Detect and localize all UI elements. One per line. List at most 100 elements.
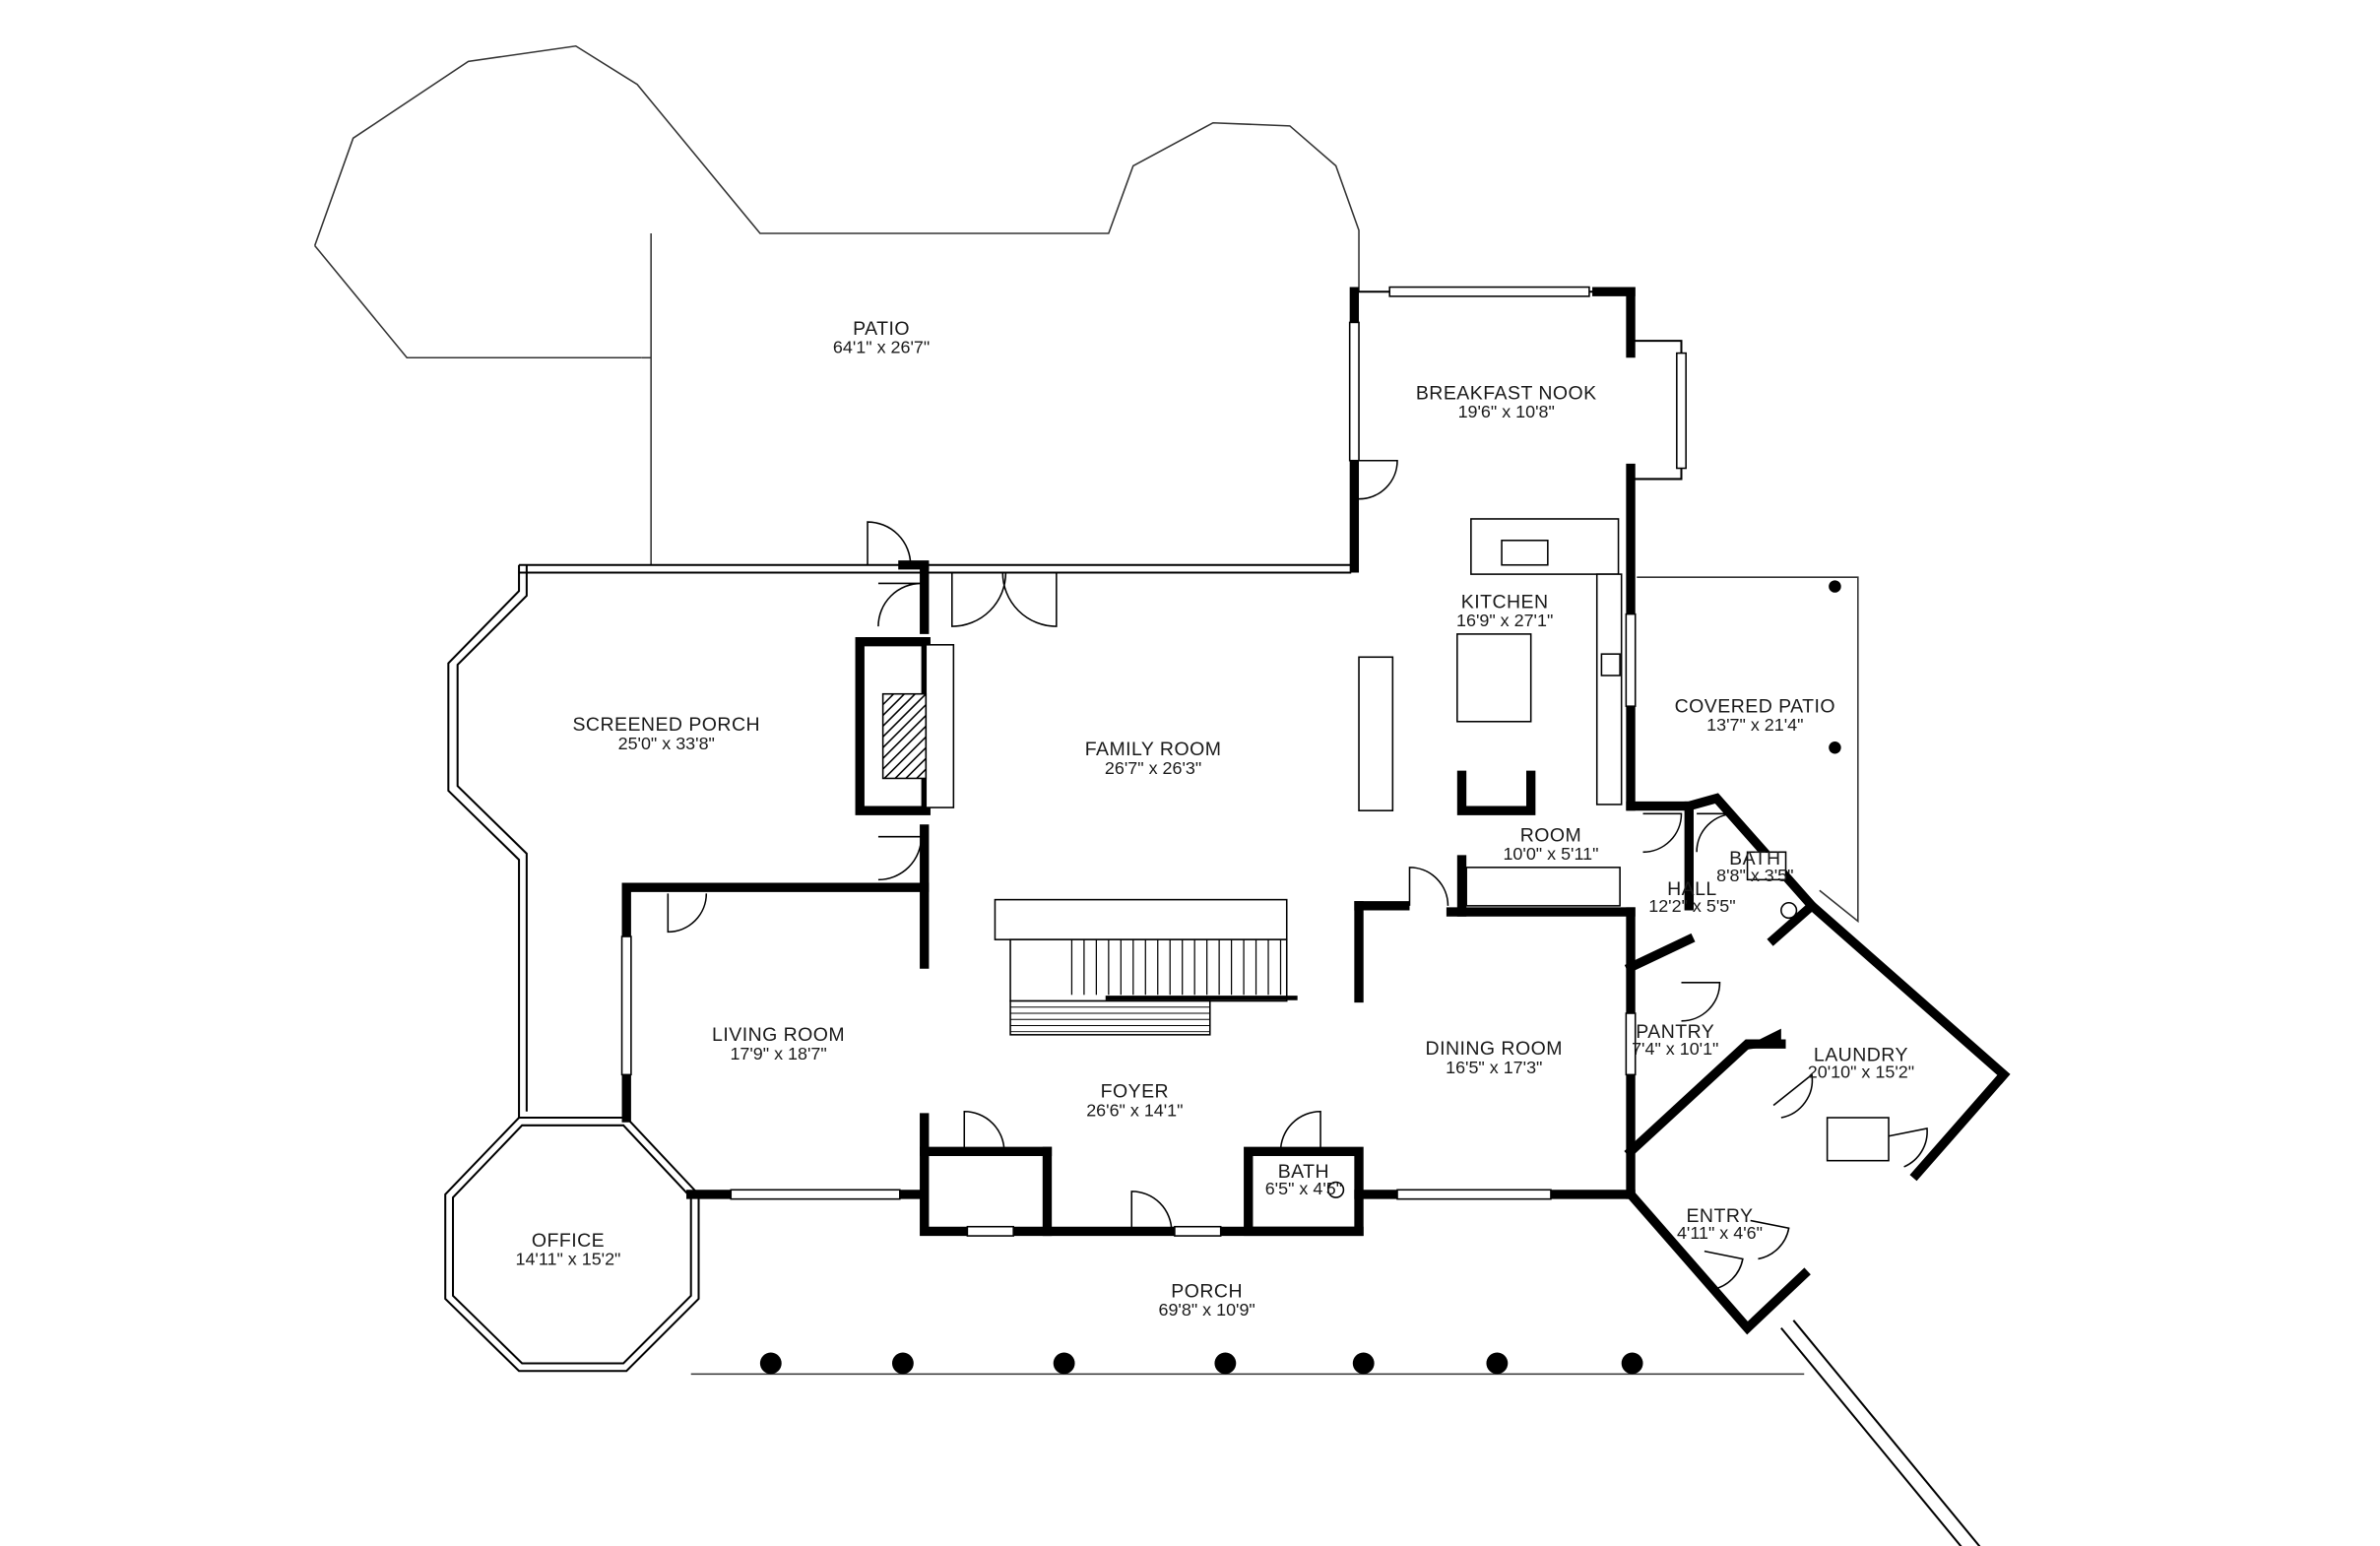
porch-column xyxy=(1053,1352,1075,1375)
fireplace-hatch xyxy=(905,757,927,780)
fireplace-hatch xyxy=(916,768,927,780)
room-dims-laundry: 20'10" x 15'2" xyxy=(1808,1062,1914,1081)
room-dims-office: 14'11" x 15'2" xyxy=(515,1250,620,1269)
room-name-dining-room: DINING ROOM xyxy=(1426,1038,1563,1060)
cooktop xyxy=(1501,540,1549,566)
fireplace-hatch xyxy=(882,693,916,727)
patio-outline xyxy=(313,44,1360,565)
room-name-family-room: FAMILY ROOM xyxy=(1085,739,1222,760)
room-dims-entry: 4'11" x 4'6" xyxy=(1677,1223,1763,1243)
doors xyxy=(667,459,1928,1291)
kitchen-island xyxy=(1456,633,1532,723)
label-bath-lower: BATH 6'5" x 4'5" xyxy=(1265,1161,1342,1198)
stair-rail-top xyxy=(1009,938,1288,1002)
room-cabinet xyxy=(1465,867,1621,907)
window xyxy=(1676,352,1687,470)
fireplace-hatch xyxy=(883,736,927,780)
door xyxy=(1696,812,1736,853)
room-name-covered-patio: COVERED PATIO xyxy=(1675,695,1835,717)
room-name-screened-porch: SCREENED PORCH xyxy=(572,714,760,736)
room-name-breakfast-nook: BREAKFAST NOOK xyxy=(1416,382,1597,404)
kitchen-counter-side xyxy=(1595,573,1623,805)
door xyxy=(963,1110,1005,1152)
windows xyxy=(620,286,1687,1237)
door xyxy=(877,582,922,627)
bar-counter xyxy=(1358,656,1394,811)
door xyxy=(1772,1072,1814,1119)
room-name-laundry: LAUNDRY xyxy=(1814,1044,1908,1065)
room-dims-kitchen: 16'9" x 27'1" xyxy=(1456,611,1553,630)
room-labels: PATIO 64'1" x 26'7" BREAKFAST NOOK 19'6"… xyxy=(515,318,1914,1320)
covered-patio-column xyxy=(1829,741,1841,754)
label-covered-patio: COVERED PATIO 13'7" x 21'4" xyxy=(1675,695,1835,735)
door xyxy=(1130,1191,1173,1232)
porch-column xyxy=(1486,1352,1509,1375)
room-name-kitchen: KITCHEN xyxy=(1461,591,1549,612)
room-dims-pantry: 7'4" x 10'1" xyxy=(1632,1039,1718,1059)
door xyxy=(1001,572,1058,627)
room-dims-covered-patio: 13'7" x 21'4" xyxy=(1706,715,1803,735)
covered-patio-outline xyxy=(1637,576,1859,924)
fixtures xyxy=(881,518,1890,1198)
laundry-counter xyxy=(1826,1117,1890,1162)
room-dims-room: 10'0" x 5'11" xyxy=(1503,844,1598,864)
label-dining-room: DINING ROOM 16'5" x 17'3" xyxy=(1426,1038,1563,1077)
window xyxy=(1174,1225,1222,1237)
porch-column xyxy=(1214,1352,1237,1375)
screened-porch-walls xyxy=(447,563,922,1120)
window xyxy=(1625,1012,1637,1076)
porch-column xyxy=(891,1352,914,1375)
room-name-foyer: FOYER xyxy=(1101,1081,1169,1103)
door xyxy=(951,572,1007,627)
label-office: OFFICE 14'11" x 15'2" xyxy=(515,1230,620,1269)
bath-sink xyxy=(1327,1181,1345,1198)
door xyxy=(667,893,708,934)
room-name-entry: ENTRY xyxy=(1686,1205,1753,1227)
porch-column xyxy=(759,1352,782,1375)
door xyxy=(1408,867,1449,906)
room-name-room: ROOM xyxy=(1520,824,1581,846)
label-screened-porch: SCREENED PORCH 25'0" x 33'8" xyxy=(572,714,760,753)
fireplace-hatch xyxy=(882,693,895,706)
porch-column xyxy=(1352,1352,1375,1375)
room-name-porch: PORCH xyxy=(1171,1280,1243,1302)
room-name-living-room: LIVING ROOM xyxy=(712,1024,845,1046)
office-walls xyxy=(444,1117,700,1373)
room-dims-patio: 64'1" x 26'7" xyxy=(833,338,930,357)
bath-fixture xyxy=(1746,851,1787,881)
covered-patio-column xyxy=(1829,580,1841,593)
label-patio: PATIO 64'1" x 26'7" xyxy=(833,318,930,357)
fireplace-hatch xyxy=(894,746,927,780)
door xyxy=(1750,1219,1790,1260)
label-laundry: LAUNDRY 20'10" x 15'2" xyxy=(1808,1044,1914,1081)
window xyxy=(1388,286,1590,297)
room-dims-dining-room: 16'5" x 17'3" xyxy=(1446,1058,1542,1077)
porch-column xyxy=(1621,1352,1643,1375)
label-foyer: FOYER 26'6" x 14'1" xyxy=(1086,1081,1183,1121)
room-name-patio: PATIO xyxy=(853,318,910,340)
room-name-pantry: PANTRY xyxy=(1636,1021,1714,1043)
label-pantry: PANTRY 7'4" x 10'1" xyxy=(1632,1021,1718,1059)
window xyxy=(1348,321,1360,462)
room-dims-family-room: 26'7" x 26'3" xyxy=(1105,758,1201,778)
porch-columns xyxy=(759,580,1841,1375)
porch-outline xyxy=(690,1320,1981,1546)
room-dims-hall: 12'2" x 5'5" xyxy=(1648,896,1735,916)
room-dims-living-room: 17'9" x 18'7" xyxy=(730,1044,826,1063)
stair-landing xyxy=(1009,999,1211,1036)
room-name-bath-lower: BATH xyxy=(1278,1161,1329,1183)
label-entry: ENTRY 4'11" x 4'6" xyxy=(1677,1205,1763,1243)
label-living-room: LIVING ROOM 17'9" x 18'7" xyxy=(712,1024,845,1063)
door xyxy=(1704,1250,1744,1291)
fireplace-hatch xyxy=(882,725,927,770)
room-name-bath-upper: BATH xyxy=(1729,848,1780,870)
room-dims-porch: 69'8" x 10'9" xyxy=(1159,1300,1255,1320)
label-room: ROOM 10'0" x 5'11" xyxy=(1503,824,1598,864)
fireplace-hatch xyxy=(882,693,927,738)
room-name-hall: HALL xyxy=(1667,878,1717,900)
window xyxy=(730,1189,901,1200)
door xyxy=(1888,1127,1928,1168)
door xyxy=(1642,812,1683,854)
